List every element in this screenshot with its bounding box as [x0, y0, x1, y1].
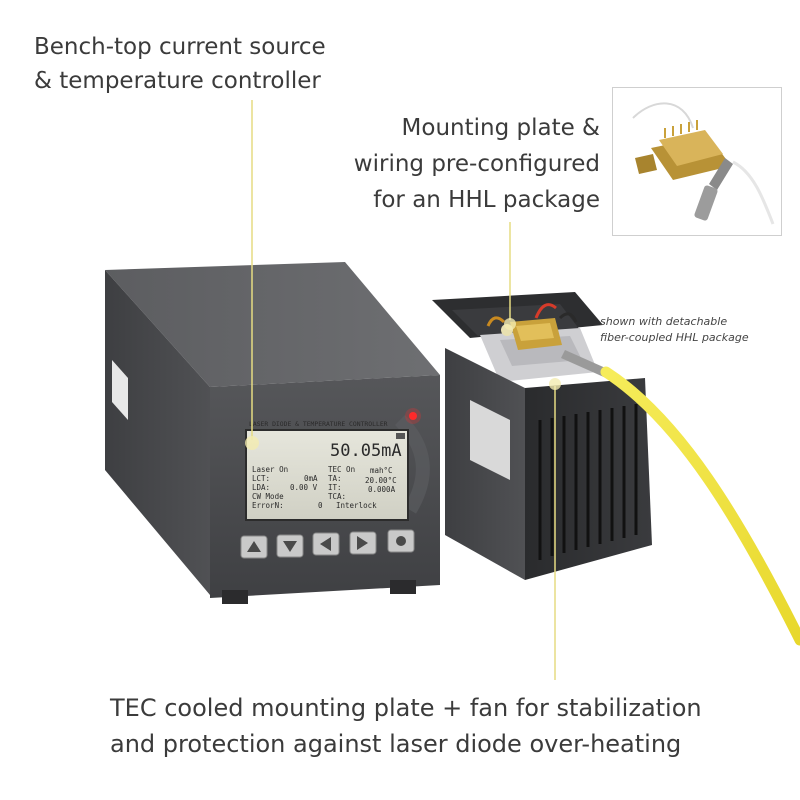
controller-caption: Bench-top current source & temperature c… [34, 30, 326, 98]
hhl-package-lid [516, 323, 554, 341]
lcd-ld-unit: 0mA [304, 474, 318, 483]
package-note: shown with detachable fiber-coupled HHL … [600, 314, 749, 346]
caption-line: wiring pre-configured [353, 151, 600, 177]
lcd-lda-label: LDA: [252, 483, 270, 492]
select-button[interactable] [387, 529, 415, 553]
fiber-connector [561, 350, 610, 378]
leader-dot-mounting [504, 318, 516, 330]
left-button[interactable] [312, 532, 340, 556]
inset-photo [612, 87, 782, 236]
mount-unit [432, 292, 652, 580]
hhl-package-photo [632, 102, 775, 225]
note-line: shown with detachable [600, 315, 728, 328]
lcd-error-label: ErrorN: [252, 501, 284, 510]
battery-icon [396, 433, 405, 439]
mounting-caption: Mounting plate & wiring pre-configured f… [354, 110, 600, 218]
lcd-ta-label: TA: [328, 474, 342, 483]
controller-top-face [105, 262, 440, 387]
down-arrow-icon [283, 541, 297, 552]
side-label [112, 360, 128, 420]
controller-unit: LASER DIODE & TEMPERATURE CONTROLLER 50.… [105, 262, 440, 604]
wire [534, 303, 557, 319]
status-led-glow [405, 408, 421, 424]
lcd-tec-on: TEC On [328, 465, 355, 474]
up-arrow-icon [247, 541, 261, 552]
front-swirl [394, 415, 430, 514]
lcd-current: 50.05mA [330, 441, 402, 461]
lcd-ld-voltage: 0.00 V [290, 483, 318, 492]
lcd-screen [245, 429, 409, 521]
lcd-tset-value: 20.00°C [365, 476, 397, 485]
note-line: fiber-coupled HHL package [600, 331, 749, 344]
lcd-tca-label: TCA: [328, 492, 346, 501]
foot [390, 580, 416, 594]
lcd-it-value: 0.000A [368, 485, 396, 494]
caption-line: and protection against laser diode over-… [110, 730, 682, 758]
wire [558, 312, 578, 323]
lcd-laser-on: Laser On [252, 465, 288, 474]
tec-caption: TEC cooled mounting plate + fan for stab… [110, 690, 702, 762]
lcd-error-value: 0 [318, 501, 323, 510]
caption-line: TEC cooled mounting plate + fan for stab… [110, 694, 702, 722]
foot [222, 590, 248, 604]
lcd-ta-unit: mah°C [370, 466, 393, 475]
leader-dot-tec [549, 378, 561, 390]
leader-dot-controller [245, 436, 259, 450]
heatsink-fins [538, 404, 638, 560]
lcd-interlock: Interlock [336, 501, 377, 510]
right-button[interactable] [349, 531, 377, 555]
circle-icon [396, 536, 406, 546]
right-arrow-icon [357, 536, 368, 550]
mount-label [470, 400, 510, 480]
caption-line: Mounting plate & [401, 115, 600, 141]
caption-line: & temperature controller [34, 68, 321, 94]
wire [486, 316, 506, 327]
inset-fc-connector [694, 185, 718, 221]
status-led [409, 412, 417, 420]
inset-fiber-boot [709, 158, 733, 190]
left-arrow-icon [320, 537, 331, 551]
down-button[interactable] [276, 534, 304, 558]
lcd-header: LASER DIODE & TEMPERATURE CONTROLLER [249, 420, 388, 428]
up-button[interactable] [240, 535, 268, 559]
fiber-cable [600, 366, 800, 646]
caption-line: Bench-top current source [34, 34, 326, 60]
caption-line: for an HHL package [373, 187, 600, 213]
button-panel [240, 529, 415, 559]
lcd-it-label: IT: [328, 483, 342, 492]
controller-side-face [105, 270, 210, 595]
inset-package-lid [659, 130, 723, 166]
lcd-cw-mode: CW Mode [252, 492, 284, 501]
inset-mount-tab [635, 154, 657, 174]
lcd-ld-label: LCT: [252, 474, 270, 483]
inset-fiber [732, 160, 775, 225]
